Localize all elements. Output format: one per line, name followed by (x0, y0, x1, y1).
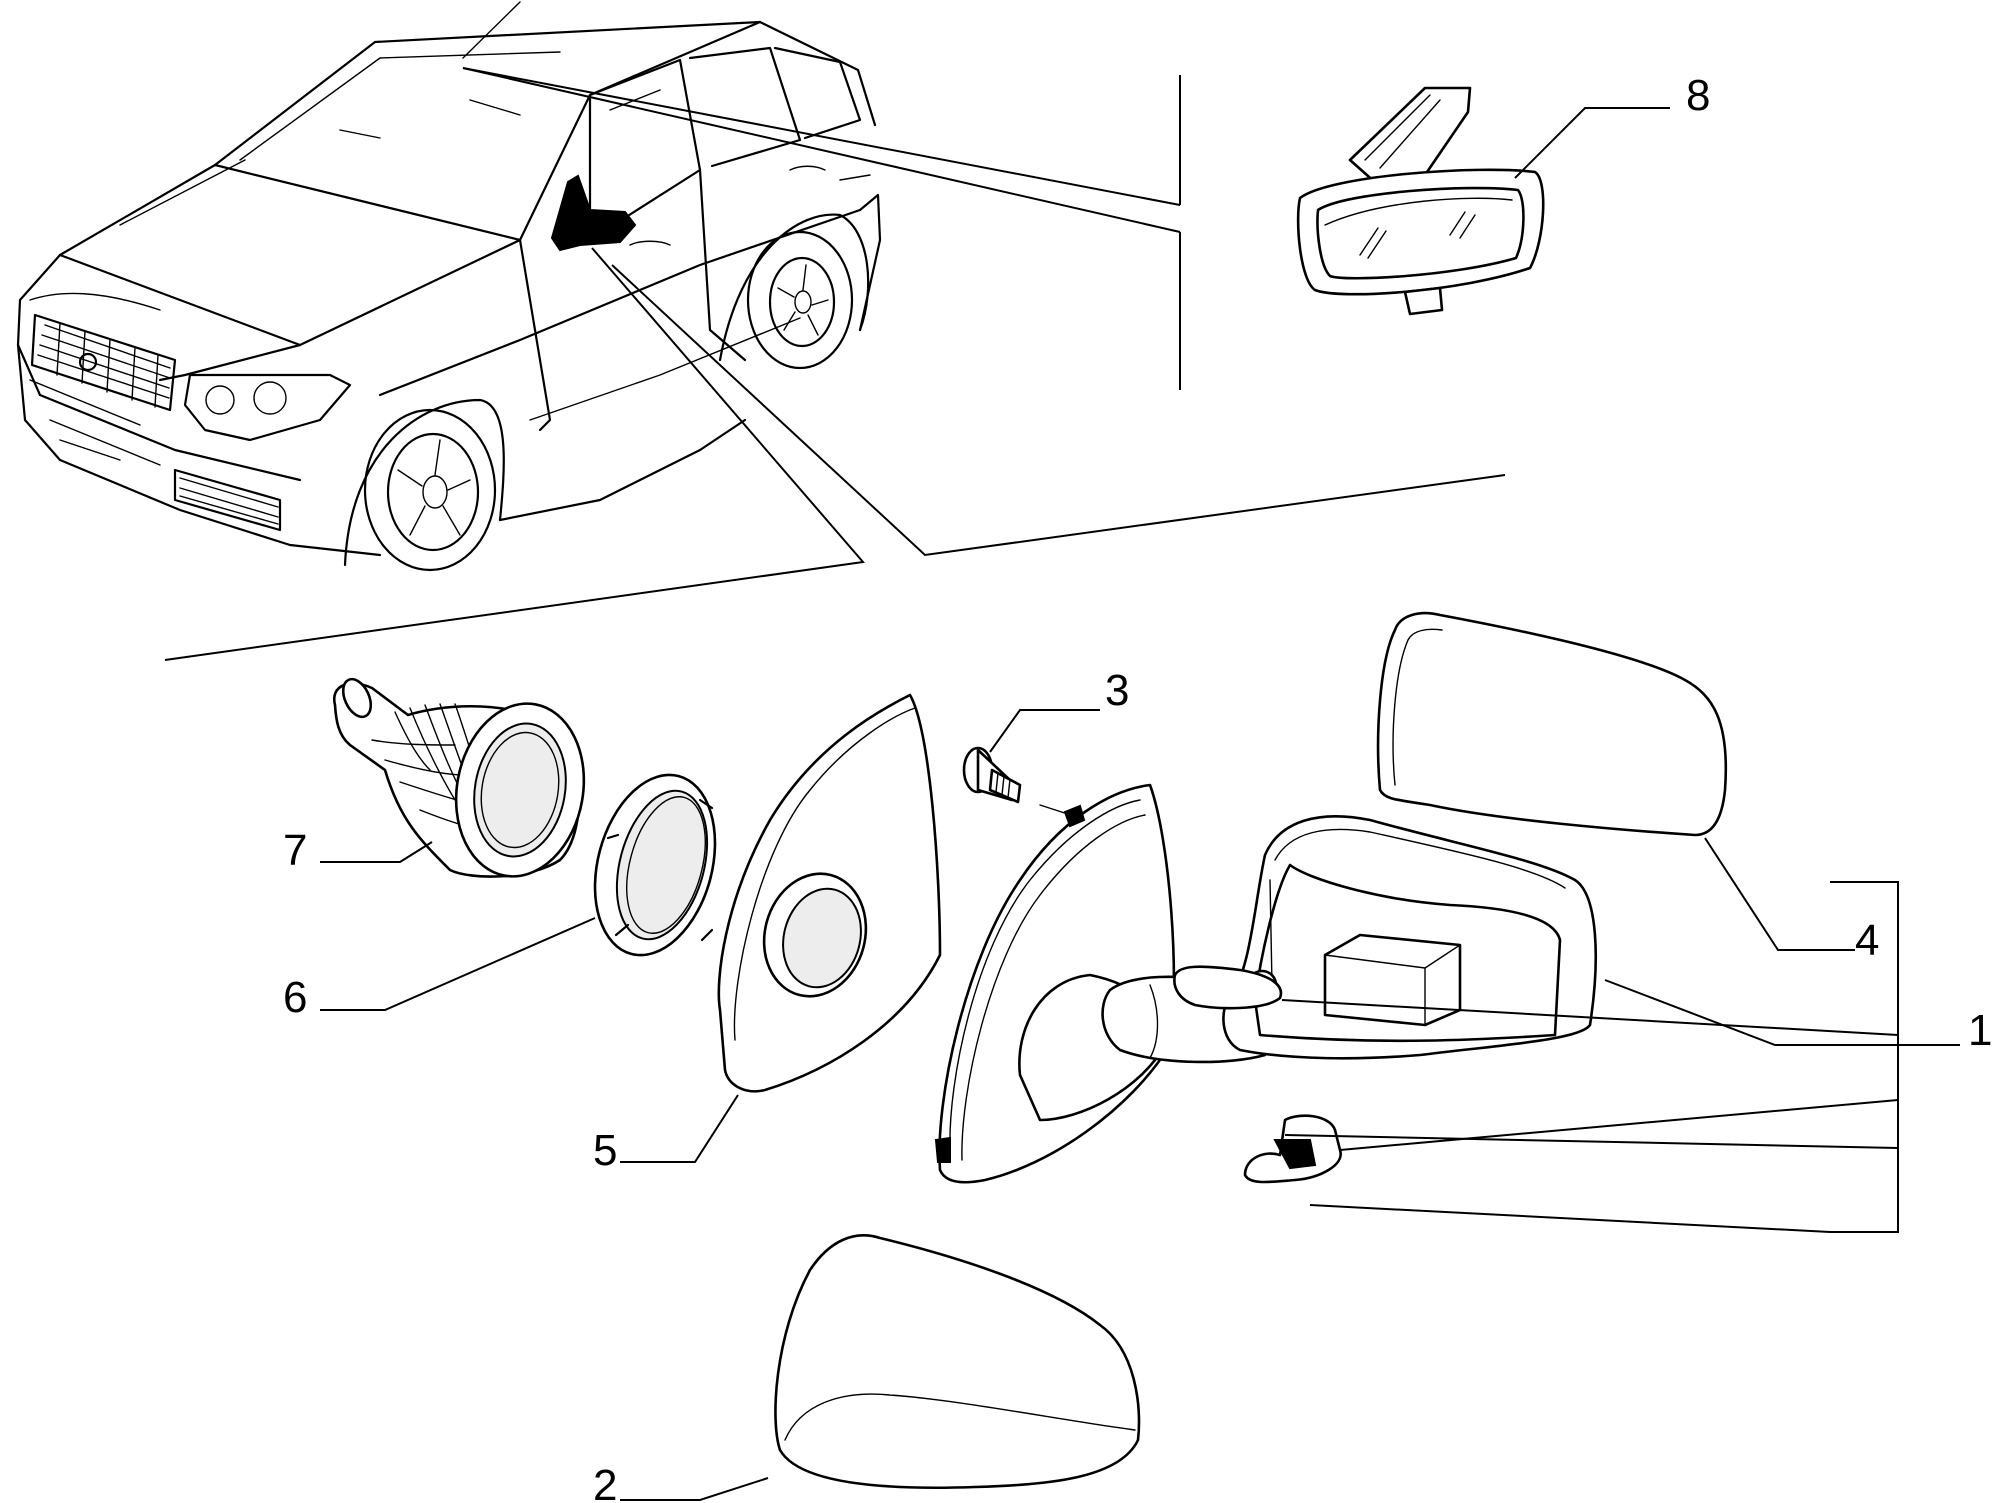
rubber-boot (320, 677, 586, 878)
callout-6: 6 (283, 973, 307, 1022)
cover-cap (620, 1234, 1141, 1501)
mirror-glass (1376, 611, 1855, 951)
gasket-plate (620, 693, 942, 1163)
small-pads (1173, 965, 1899, 1184)
callout-7: 7 (283, 826, 307, 875)
car-illustration (16, 1, 882, 572)
screw (962, 709, 1100, 819)
interior-rear-mirror (1296, 86, 1670, 316)
ring-nut (320, 773, 717, 1011)
car-leader-lines (164, 67, 1506, 661)
callout-3: 3 (1105, 666, 1129, 715)
callout-1-bracket (1284, 881, 1960, 1233)
callout-2: 2 (593, 1461, 617, 1503)
callout-8: 8 (1686, 71, 1710, 120)
callout-5: 5 (593, 1126, 617, 1175)
callout-4: 4 (1855, 916, 1879, 965)
mirror-housing (1222, 815, 1960, 1060)
callout-1: 1 (1968, 1006, 1992, 1055)
